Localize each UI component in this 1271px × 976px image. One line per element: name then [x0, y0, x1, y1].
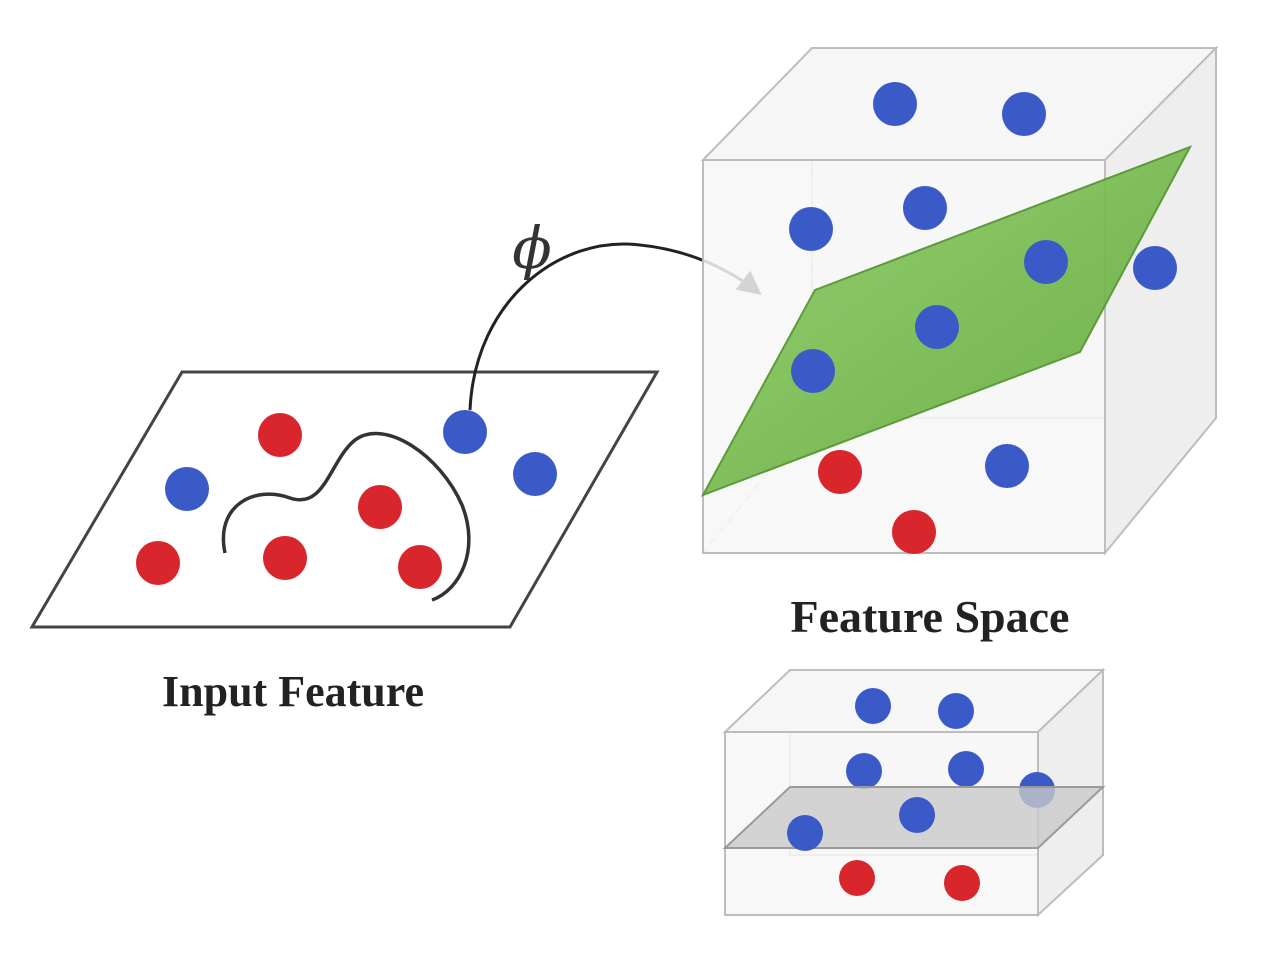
small-red-points [839, 860, 980, 901]
blue-point [789, 207, 833, 251]
red-point [944, 865, 980, 901]
small-box-top-face [722, 669, 1106, 733]
blue-point [855, 688, 891, 724]
blue-point [787, 815, 823, 851]
blue-point [513, 452, 557, 496]
feature-space-label: Feature Space [791, 591, 1070, 642]
red-point [398, 545, 442, 589]
blue-point [985, 444, 1029, 488]
blue-point [165, 467, 209, 511]
red-points-lower [818, 450, 936, 554]
blue-point [899, 797, 935, 833]
decision-boundary-curve [221, 431, 471, 602]
blue-point [846, 753, 882, 789]
input-plane [29, 370, 660, 629]
blue-point [948, 751, 984, 787]
red-points [136, 413, 442, 589]
red-point [263, 536, 307, 580]
blue-point [1002, 92, 1046, 136]
blue-point [1024, 240, 1068, 284]
blue-points [165, 410, 557, 511]
input-feature-label: Input Feature [162, 667, 424, 716]
red-point [839, 860, 875, 896]
blue-point [443, 410, 487, 454]
blue-points-plane [791, 240, 1068, 488]
blue-point [1133, 246, 1177, 290]
small-blue-points-plane [787, 797, 935, 851]
blue-point [791, 349, 835, 393]
phi-symbol: ϕ [512, 214, 552, 282]
red-point [136, 541, 180, 585]
red-point [892, 510, 936, 554]
blue-point [873, 82, 917, 126]
input-feature-panel: Input Feature [29, 370, 660, 716]
red-point [818, 450, 862, 494]
small-feature-space-box [722, 667, 1106, 918]
feature-space-cube: Feature Space [700, 45, 1219, 642]
blue-point [915, 305, 959, 349]
blue-points-upper [789, 82, 1177, 290]
red-point [258, 413, 302, 457]
red-point [358, 485, 402, 529]
blue-point [903, 186, 947, 230]
blue-point [938, 693, 974, 729]
